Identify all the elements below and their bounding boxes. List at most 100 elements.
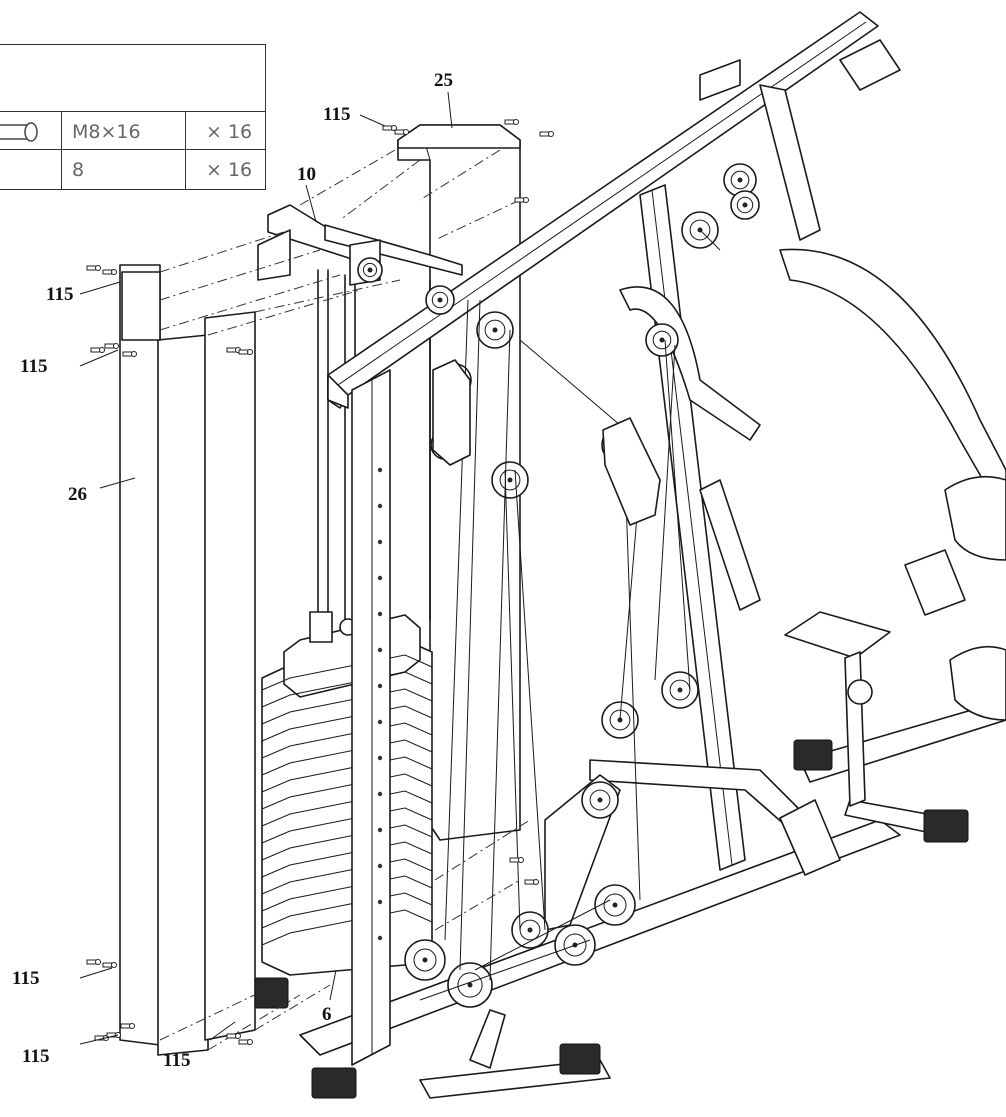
callout-6: 6	[322, 1004, 332, 1025]
front-upright	[351, 369, 391, 1066]
pulley-groove	[484, 319, 506, 341]
bolt-icon	[238, 1039, 249, 1045]
adjustment-hole	[377, 935, 383, 941]
pulley-axle	[422, 957, 428, 963]
foot-cap	[793, 739, 833, 771]
bolt-icon	[86, 959, 97, 965]
pulley-plates	[432, 359, 661, 526]
bolt-icon	[238, 349, 249, 355]
adjustment-hole	[377, 647, 383, 653]
callout-25: 25	[434, 70, 453, 91]
pulley-axle	[742, 202, 748, 208]
bolt-icon	[122, 351, 133, 357]
adjustment-hole	[377, 755, 383, 761]
weight-plate	[261, 858, 433, 895]
bolt-icon	[0, 112, 61, 151]
seat-assembly	[784, 549, 1006, 807]
washer-icon	[533, 879, 539, 885]
pulley-groove	[563, 933, 587, 957]
pulley-axle	[659, 337, 665, 343]
pulley-axle	[677, 687, 683, 693]
washer-icon	[513, 119, 519, 125]
washer-icon	[111, 269, 117, 275]
washer-icon	[391, 125, 397, 131]
foot-cap	[559, 1043, 601, 1075]
bolt-icon	[504, 119, 515, 125]
pulley-axle	[527, 927, 533, 933]
adjustment-hole	[377, 683, 383, 689]
callout-115: 115	[12, 968, 39, 989]
fasteners	[86, 119, 554, 1045]
callout-115: 115	[163, 1050, 190, 1071]
explosion-lines	[159, 149, 531, 1051]
weight-plate	[261, 705, 433, 742]
pulley-groove	[519, 919, 541, 941]
washer-icon	[403, 129, 409, 135]
washer-icon	[247, 349, 253, 355]
washer-icon	[548, 131, 554, 137]
weight-plate	[261, 790, 433, 827]
weight-plate	[261, 756, 433, 793]
weight-plate	[261, 875, 433, 912]
bolt-icon	[226, 347, 237, 353]
adjustment-hole	[377, 467, 383, 473]
callout-115: 115	[22, 1046, 49, 1067]
pulley-groove	[431, 291, 449, 309]
pulley-axle	[737, 177, 743, 183]
bolt-icon	[226, 1033, 237, 1039]
callout-115: 115	[323, 104, 350, 125]
bolt-icon	[524, 879, 535, 885]
washer-icon	[111, 962, 117, 968]
washer-icon	[247, 1039, 253, 1045]
base-frame	[253, 699, 1006, 1099]
adjustment-hole	[377, 611, 383, 617]
bolt-icon	[539, 131, 550, 137]
weight-plate	[261, 773, 433, 810]
cables	[419, 229, 721, 1001]
weight-stack	[261, 611, 433, 976]
washer-icon	[99, 347, 105, 353]
leader-lines	[79, 91, 453, 1045]
pulley-axle	[467, 982, 473, 988]
foot-cap	[311, 1067, 357, 1099]
pulley-groove	[457, 972, 483, 998]
bolt-icon	[90, 347, 101, 353]
adjustment-hole	[377, 791, 383, 797]
bolt-icon	[120, 1023, 131, 1029]
fastener-quantity: × 16	[185, 112, 265, 151]
weight-plate	[261, 892, 433, 929]
shroud-25	[397, 124, 521, 149]
pulley-axle	[367, 267, 373, 273]
table-row: 8 × 16	[0, 149, 265, 189]
pulley-groove	[362, 262, 378, 278]
washer-icon	[95, 265, 101, 271]
weight-plate	[261, 688, 433, 725]
top-frame	[327, 11, 901, 409]
fastener-quantity: × 16	[185, 150, 265, 189]
weight-plate	[261, 722, 433, 759]
adjustment-hole	[377, 575, 383, 581]
callout-labels: 25 10 26 6 115 115 115 115 115 115	[12, 70, 453, 1071]
weight-plate	[261, 739, 433, 776]
adjustment-hole	[377, 719, 383, 725]
callout-10: 10	[297, 164, 316, 185]
weight-plate	[261, 909, 433, 946]
foot-cap	[923, 809, 969, 843]
pulley-axle	[612, 902, 618, 908]
callout-115: 115	[20, 356, 47, 377]
adjustment-hole	[377, 539, 383, 545]
weight-plate	[261, 807, 433, 844]
adjustment-hole	[377, 899, 383, 905]
bolt-icon	[102, 962, 113, 968]
washer-icon	[523, 197, 529, 203]
bolt-icon	[509, 857, 520, 863]
washer-icon	[113, 343, 119, 349]
pulley-axle	[507, 477, 513, 483]
pulley-axle	[437, 297, 443, 303]
pulley-groove	[689, 219, 711, 241]
washer-icon	[0, 150, 61, 189]
bolt-icon	[104, 343, 115, 349]
bolt-icon	[382, 125, 393, 131]
